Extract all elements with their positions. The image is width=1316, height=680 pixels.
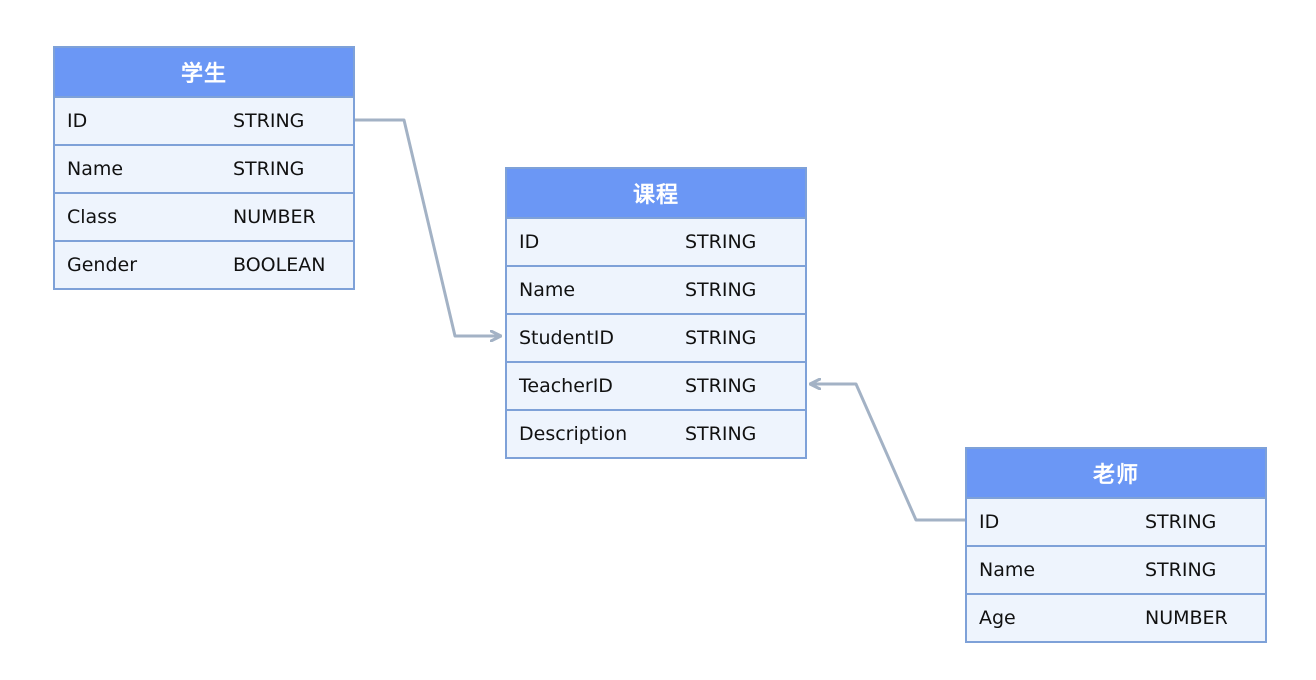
field-type: STRING xyxy=(233,158,305,180)
field-name: StudentID xyxy=(519,327,615,349)
field-row[interactable]: ID STRING xyxy=(967,497,1265,545)
entity-course[interactable]: 课程 ID STRING Name STRING StudentID STRIN… xyxy=(505,167,807,459)
field-type: BOOLEAN xyxy=(233,254,326,276)
field-name: Age xyxy=(979,607,1016,629)
field-name: Name xyxy=(519,279,576,301)
field-row[interactable]: Age NUMBER xyxy=(967,593,1265,641)
field-type: STRING xyxy=(233,110,305,132)
field-row[interactable]: TeacherID STRING xyxy=(507,361,805,409)
field-type: NUMBER xyxy=(233,206,316,228)
field-row[interactable]: Description STRING xyxy=(507,409,805,457)
field-row[interactable]: StudentID STRING xyxy=(507,313,805,361)
field-row[interactable]: Name STRING xyxy=(507,265,805,313)
field-type: STRING xyxy=(685,423,757,445)
field-type: STRING xyxy=(685,375,757,397)
field-name: Name xyxy=(979,559,1036,581)
field-name: Description xyxy=(519,423,628,445)
field-type: NUMBER xyxy=(1145,607,1228,629)
entity-title: 老师 xyxy=(967,449,1265,497)
entity-title: 学生 xyxy=(55,48,353,96)
field-name: ID xyxy=(979,511,1000,533)
relation-teacher-id-to-course-teacherid[interactable] xyxy=(811,384,965,522)
relation-student-id-to-course-studentid[interactable] xyxy=(355,118,500,336)
entity-title: 课程 xyxy=(507,169,805,217)
field-type: STRING xyxy=(685,231,757,253)
field-name: ID xyxy=(519,231,540,253)
field-row[interactable]: ID STRING xyxy=(507,217,805,265)
field-name: ID xyxy=(67,110,88,132)
entity-student[interactable]: 学生 ID STRING Name STRING Class NUMBER Ge… xyxy=(53,46,355,290)
entity-teacher[interactable]: 老师 ID STRING Name STRING Age NUMBER xyxy=(965,447,1267,643)
field-row[interactable]: Class NUMBER xyxy=(55,192,353,240)
field-name: Name xyxy=(67,158,124,180)
field-row[interactable]: ID STRING xyxy=(55,96,353,144)
field-name: Class xyxy=(67,206,117,228)
field-name: TeacherID xyxy=(519,375,613,397)
field-type: STRING xyxy=(1145,511,1217,533)
field-row[interactable]: Gender BOOLEAN xyxy=(55,240,353,288)
field-type: STRING xyxy=(1145,559,1217,581)
field-type: STRING xyxy=(685,279,757,301)
field-type: STRING xyxy=(685,327,757,349)
field-row[interactable]: Name STRING xyxy=(967,545,1265,593)
field-row[interactable]: Name STRING xyxy=(55,144,353,192)
field-name: Gender xyxy=(67,254,138,276)
